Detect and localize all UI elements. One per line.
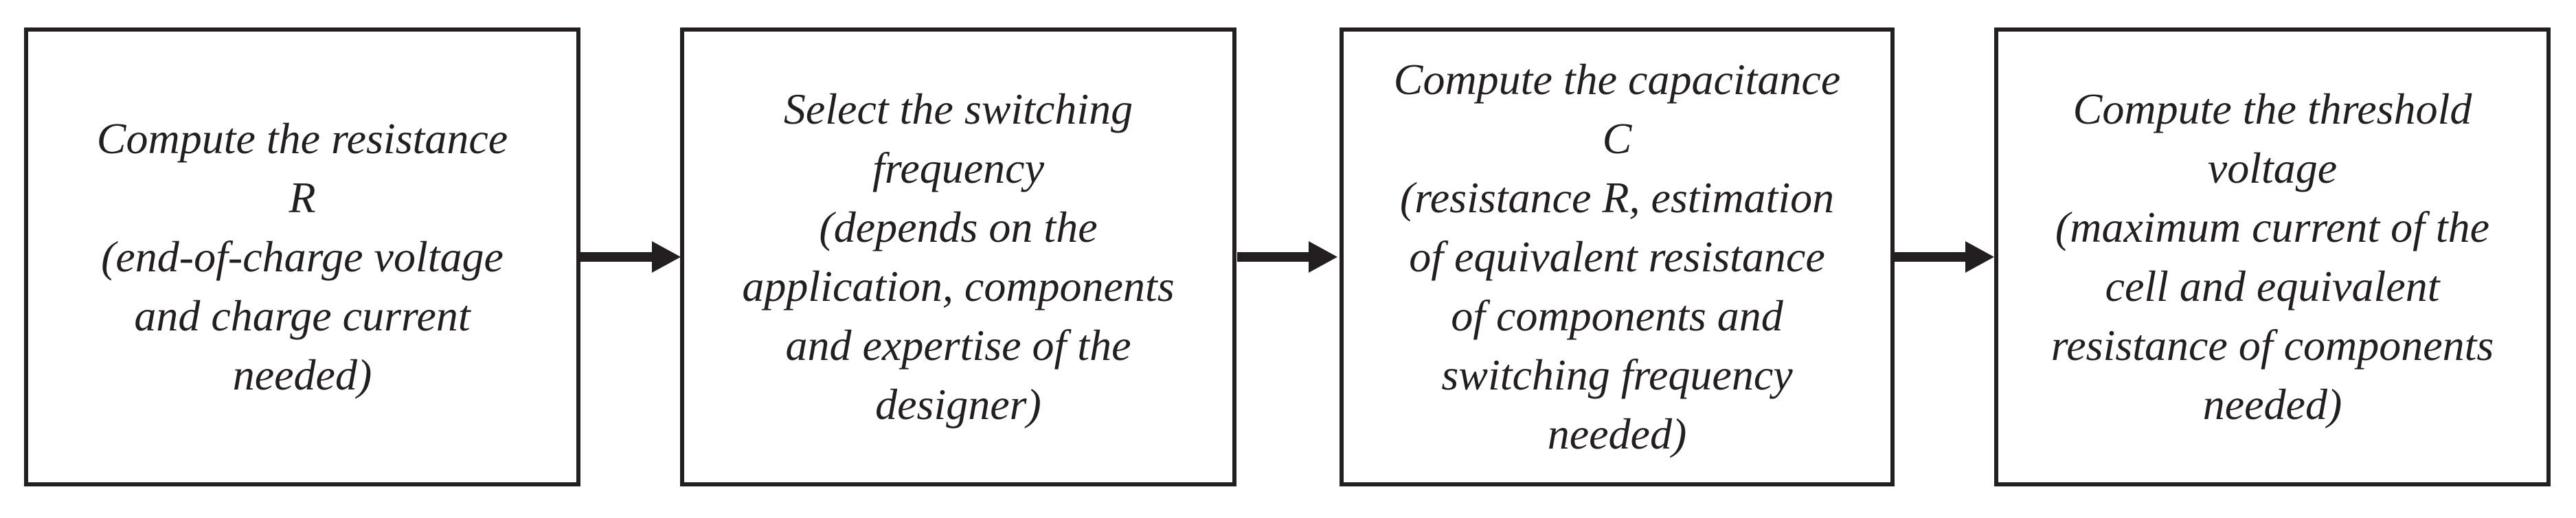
flow-step-compute-resistance: Compute the resistance R (end-of-charge … bbox=[24, 27, 580, 486]
flow-step-compute-threshold-voltage-label: Compute the threshold voltage (maximum c… bbox=[2050, 85, 2494, 429]
flow-step-compute-capacitance: Compute the capacitance C (resistance R,… bbox=[1340, 27, 1895, 486]
flow-step-compute-resistance-label: Compute the resistance R (end-of-charge … bbox=[96, 114, 508, 399]
flow-step-select-switching-frequency-label: Select the switching frequency (depends … bbox=[742, 85, 1175, 429]
flow-step-select-switching-frequency: Select the switching frequency (depends … bbox=[680, 27, 1236, 486]
arrow-right-icon bbox=[580, 241, 681, 273]
arrow-right-icon bbox=[1237, 241, 1337, 273]
flow-step-compute-threshold-voltage: Compute the threshold voltage (maximum c… bbox=[1994, 27, 2551, 486]
arrow-right-icon bbox=[1894, 241, 1994, 273]
flow-step-compute-capacitance-label: Compute the capacitance C (resistance R,… bbox=[1393, 55, 1841, 458]
